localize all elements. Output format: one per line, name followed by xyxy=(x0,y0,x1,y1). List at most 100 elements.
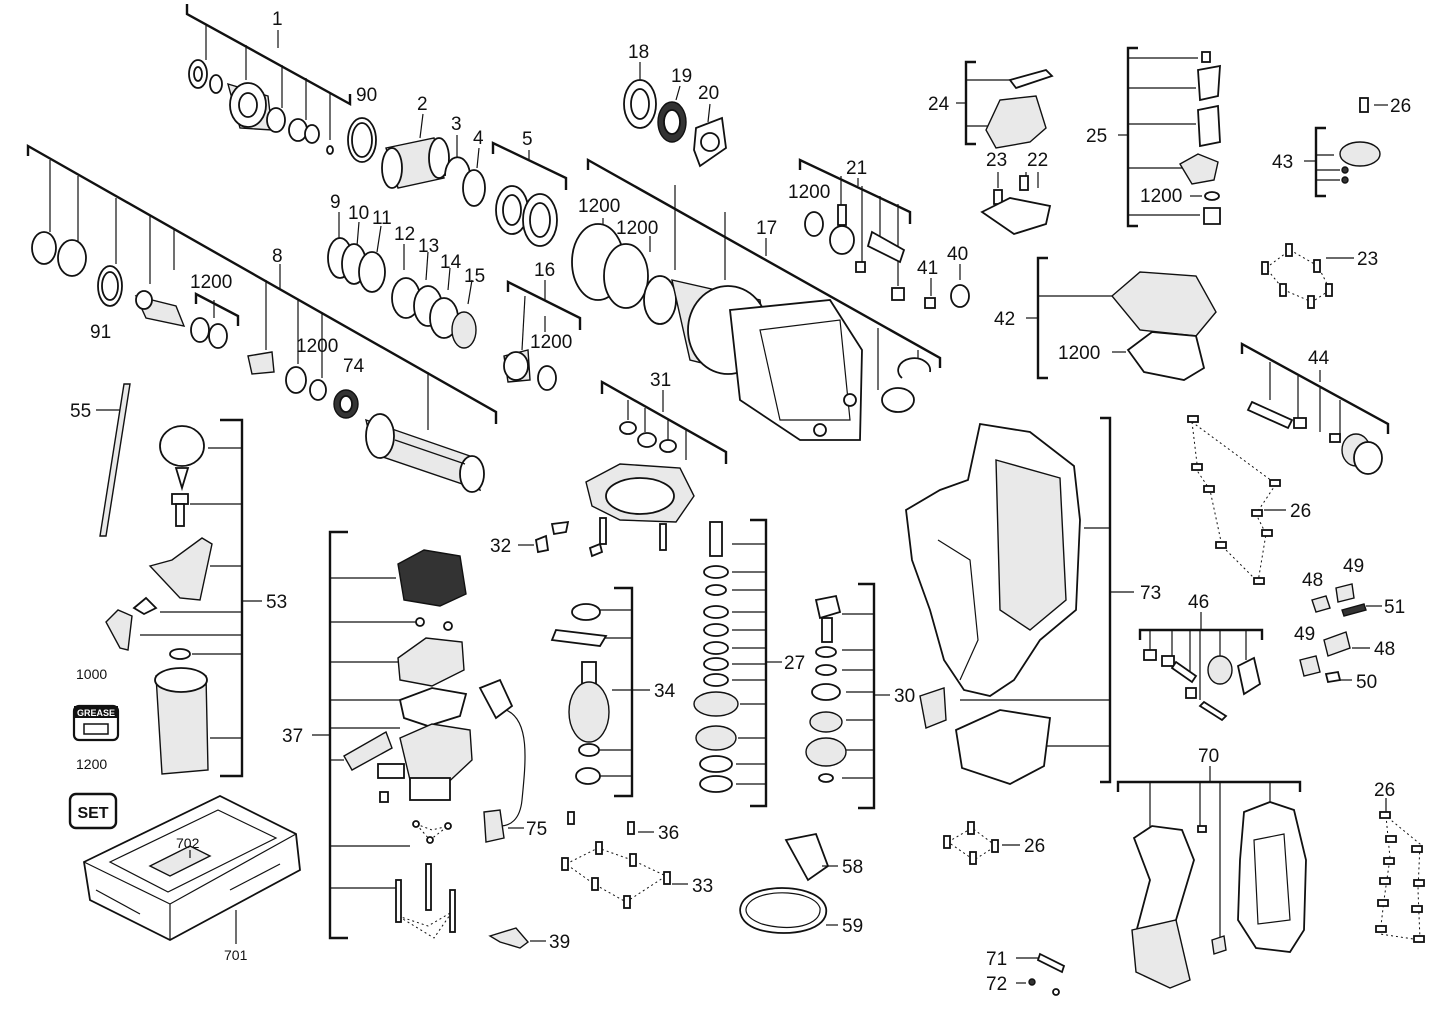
group-43-knob xyxy=(1304,126,1381,198)
label-26-b: 26 xyxy=(1290,501,1311,522)
label-26-d: 26 xyxy=(1024,836,1045,857)
part-32-clip xyxy=(518,520,604,558)
group-26-screws-mid xyxy=(1187,415,1286,585)
label-39: 39 xyxy=(549,932,570,953)
label-72: 72 xyxy=(986,974,1007,995)
label-51: 51 xyxy=(1384,597,1405,618)
part-26-screw-top xyxy=(1359,97,1388,113)
label-41: 41 xyxy=(917,258,938,279)
part-18-bearing xyxy=(623,62,657,129)
group-37-motor-electronics xyxy=(312,530,526,940)
label-49-b: 49 xyxy=(1294,624,1315,645)
carry-case-701-702 xyxy=(83,794,301,944)
label-30: 30 xyxy=(894,686,915,707)
label-26-c: 26 xyxy=(1374,780,1395,801)
part-59-oring xyxy=(739,887,838,934)
label-90: 90 xyxy=(356,85,377,106)
label-26-a: 26 xyxy=(1390,96,1411,117)
label-12: 12 xyxy=(394,224,415,245)
label-1200-f: 1200 xyxy=(530,332,572,353)
group-70-rear-handle xyxy=(1116,766,1307,989)
part-3-circlip xyxy=(444,135,471,177)
label-50: 50 xyxy=(1356,672,1377,693)
group-1-chuck-parts xyxy=(185,4,352,155)
label-74: 74 xyxy=(343,356,365,377)
part-71-72 xyxy=(1016,952,1066,996)
part-55-depth-rod xyxy=(96,383,131,537)
label-73: 73 xyxy=(1140,583,1161,604)
group-24-cover xyxy=(956,60,1054,149)
label-1: 1 xyxy=(272,9,283,30)
group-48-50-parts xyxy=(1299,631,1370,684)
label-15: 15 xyxy=(464,266,485,287)
group-30-gear-stack xyxy=(805,582,890,810)
label-71: 71 xyxy=(986,949,1007,970)
set-badge-text: SET xyxy=(77,805,108,822)
label-21: 21 xyxy=(846,158,867,179)
label-48-a: 48 xyxy=(1302,570,1323,591)
label-1200-d: 1200 xyxy=(1140,186,1182,207)
label-48-b: 48 xyxy=(1374,639,1395,660)
label-31: 31 xyxy=(650,370,671,391)
label-34: 34 xyxy=(654,681,676,702)
label-22: 22 xyxy=(1027,150,1048,171)
label-43: 43 xyxy=(1272,152,1293,173)
label-40: 40 xyxy=(947,244,968,265)
label-53: 53 xyxy=(266,592,287,613)
group-16-piston xyxy=(503,280,582,391)
label-17: 17 xyxy=(756,218,777,239)
label-36: 36 xyxy=(658,823,679,844)
part-40-plug xyxy=(950,264,970,308)
part-58-gasket xyxy=(784,832,838,882)
part-41-screw xyxy=(924,278,936,309)
group-31-gear-cover xyxy=(585,379,728,551)
group-46-parts xyxy=(1138,612,1264,722)
group-27-gear-stack xyxy=(693,518,782,808)
group-23-screws-right xyxy=(1261,243,1354,309)
label-8: 8 xyxy=(272,246,283,267)
label-3: 3 xyxy=(451,114,462,135)
label-5: 5 xyxy=(522,129,533,150)
label-1200-a: 1200 xyxy=(578,196,620,217)
group-26-screws-bottom-mid xyxy=(943,821,1020,865)
label-702: 702 xyxy=(176,835,200,851)
label-14: 14 xyxy=(440,252,462,273)
label-2: 2 xyxy=(417,94,428,115)
group-53-side-handle xyxy=(105,418,262,778)
label-33: 33 xyxy=(692,876,713,897)
label-58: 58 xyxy=(842,857,863,878)
group-21-crank xyxy=(798,158,912,301)
label-49-a: 49 xyxy=(1343,556,1364,577)
label-1200-i: 1200 xyxy=(76,756,107,772)
label-91: 91 xyxy=(90,322,111,343)
part-39-clip xyxy=(488,927,546,949)
group-73-main-housing xyxy=(905,416,1134,785)
group-34-rotor xyxy=(550,586,650,798)
part-2-sleeve xyxy=(381,113,450,189)
label-42: 42 xyxy=(994,309,1015,330)
group-44-parts xyxy=(1240,341,1390,475)
label-37: 37 xyxy=(282,726,303,747)
grease-badge-text: GREASE xyxy=(77,708,115,718)
part-19-gear xyxy=(657,85,687,143)
label-4: 4 xyxy=(473,128,484,149)
label-11: 11 xyxy=(372,208,392,229)
label-20: 20 xyxy=(698,83,719,104)
label-23-b: 23 xyxy=(1357,249,1378,270)
label-27: 27 xyxy=(784,653,805,674)
label-701: 701 xyxy=(224,947,248,963)
part-4-ring xyxy=(462,147,486,207)
label-1000: 1000 xyxy=(76,666,107,682)
label-13: 13 xyxy=(418,236,439,257)
label-59: 59 xyxy=(842,916,863,937)
label-55: 55 xyxy=(70,401,91,422)
label-25: 25 xyxy=(1086,126,1107,147)
label-70: 70 xyxy=(1198,746,1219,767)
part-90-ring xyxy=(347,117,377,163)
label-19: 19 xyxy=(671,66,692,87)
label-23-a: 23 xyxy=(986,150,1007,171)
group-8-spindle xyxy=(26,143,498,493)
label-16: 16 xyxy=(534,260,555,281)
label-1200-c: 1200 xyxy=(788,182,830,203)
set-badge: SET xyxy=(68,792,118,830)
